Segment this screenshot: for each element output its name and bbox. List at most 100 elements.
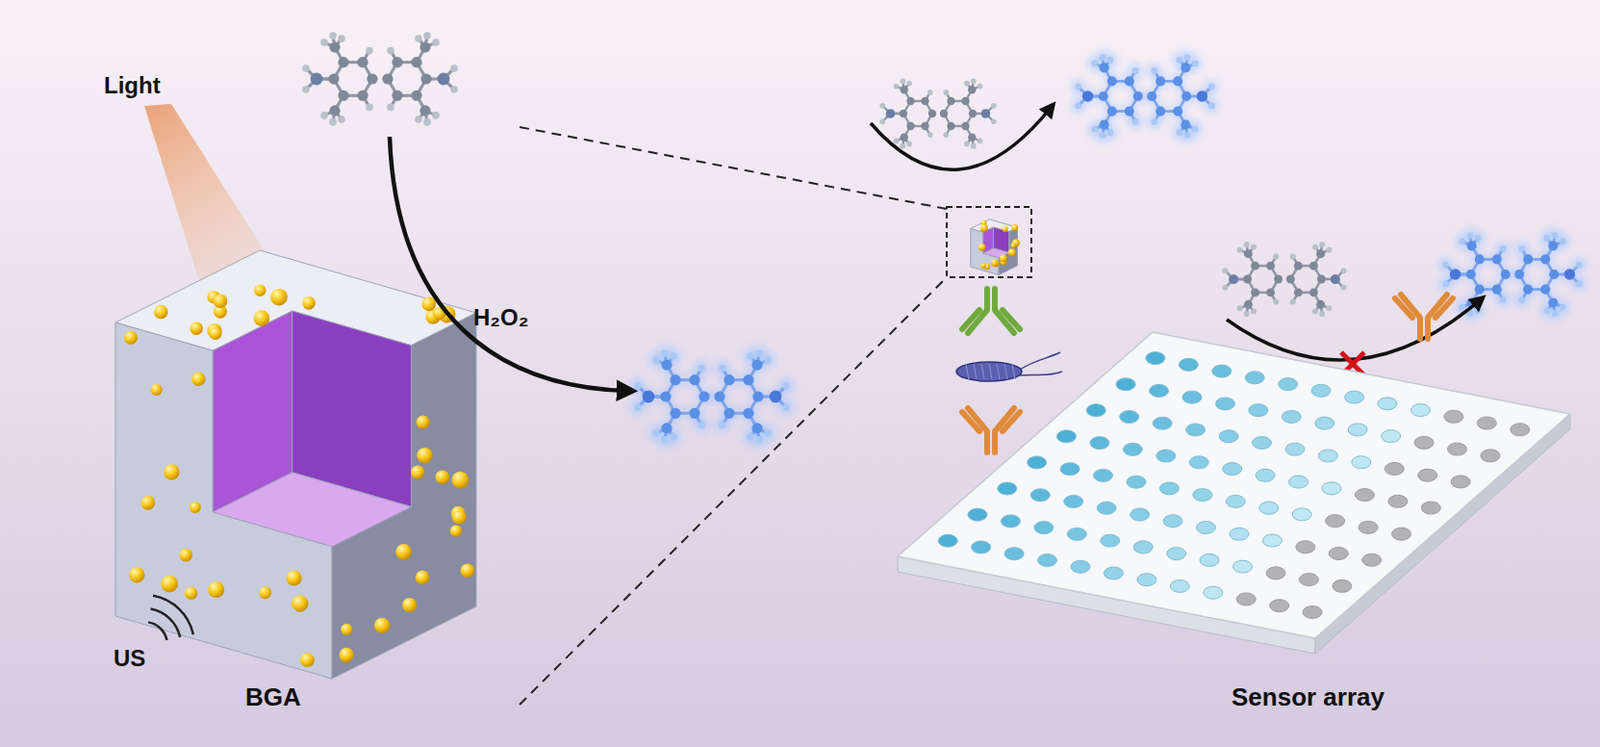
atom <box>879 118 886 125</box>
dashed-line <box>519 126 947 209</box>
antibody-chain <box>1002 309 1020 330</box>
atom <box>718 421 727 430</box>
atom <box>414 34 423 43</box>
well <box>1392 527 1412 540</box>
wave-arc <box>148 621 167 640</box>
atom <box>1107 106 1118 117</box>
atom <box>1155 76 1166 86</box>
gold-particle <box>270 288 288 306</box>
atom <box>642 390 656 404</box>
gold-particle <box>178 548 193 562</box>
atom <box>1474 234 1482 242</box>
well <box>1244 371 1265 384</box>
glow-dot <box>711 388 728 405</box>
atom <box>410 90 422 102</box>
gold-particle <box>450 524 462 536</box>
atom <box>1294 261 1303 271</box>
atom <box>967 85 976 94</box>
atom <box>899 143 906 150</box>
atom <box>906 141 913 148</box>
glow-dot <box>1464 267 1478 281</box>
atom <box>1243 275 1252 284</box>
atom <box>688 407 700 419</box>
gold-particle <box>258 585 272 599</box>
well <box>1251 435 1271 449</box>
atom <box>688 374 700 385</box>
atom <box>1492 284 1502 295</box>
gold-particle <box>990 258 999 267</box>
atom <box>1442 279 1449 287</box>
atom <box>1098 131 1106 139</box>
glow-dot <box>1144 89 1159 103</box>
atom <box>751 422 762 433</box>
antibody-chain <box>1435 298 1453 318</box>
well <box>1103 566 1123 580</box>
atom <box>329 118 337 127</box>
atom <box>1341 284 1347 291</box>
atom <box>669 407 681 419</box>
gold-particle <box>410 464 425 479</box>
well <box>1476 416 1497 430</box>
atom <box>920 122 929 130</box>
atom <box>1317 275 1326 284</box>
atom <box>977 138 984 145</box>
molecule-glow <box>1439 228 1587 320</box>
atom <box>1099 62 1110 73</box>
atom <box>1518 245 1525 253</box>
atom <box>723 407 735 419</box>
atom <box>981 108 991 119</box>
well <box>1186 423 1206 436</box>
atom <box>961 97 969 105</box>
well <box>1156 449 1176 462</box>
atom <box>1540 253 1550 264</box>
atom <box>1172 76 1183 86</box>
flagellum <box>1017 371 1063 376</box>
atom <box>782 381 790 390</box>
atom <box>906 122 915 130</box>
well <box>1269 599 1290 612</box>
well <box>1100 533 1120 547</box>
antibody-chain <box>962 309 980 330</box>
atom <box>1474 284 1485 295</box>
atom <box>1564 268 1576 280</box>
atom <box>1549 269 1559 280</box>
well <box>971 540 991 554</box>
well <box>1262 533 1282 547</box>
atom <box>660 422 672 433</box>
gold-particle <box>213 293 229 308</box>
atom <box>1544 306 1551 314</box>
well <box>1410 404 1430 417</box>
glow-dot <box>1547 267 1561 281</box>
well <box>1090 436 1110 450</box>
atom <box>1124 76 1135 86</box>
atom <box>1091 59 1098 67</box>
well <box>1066 527 1087 540</box>
atom <box>419 104 431 116</box>
glow-dot <box>740 372 757 388</box>
atom <box>660 358 672 370</box>
atom <box>337 34 346 43</box>
gold-particle <box>208 327 222 340</box>
atom <box>939 109 948 118</box>
glow-dot <box>714 416 731 432</box>
glow-dot <box>667 405 684 421</box>
atom <box>755 349 763 357</box>
atom <box>769 390 783 404</box>
atom <box>1551 231 1559 239</box>
glow-dot <box>1170 74 1185 88</box>
atom <box>1290 298 1296 305</box>
atom <box>1518 296 1525 304</box>
gold-particle <box>1011 224 1018 231</box>
atom <box>1514 269 1524 280</box>
well <box>1321 482 1342 495</box>
well <box>1318 449 1338 462</box>
gold-particle <box>980 262 987 269</box>
reaction-arrows <box>389 107 1480 391</box>
atom <box>431 111 440 120</box>
gold-particle <box>416 447 433 464</box>
well <box>1126 475 1146 488</box>
atom <box>746 432 755 441</box>
glow-dot <box>1105 74 1119 88</box>
gold-particle <box>128 566 145 583</box>
atom <box>328 73 339 84</box>
